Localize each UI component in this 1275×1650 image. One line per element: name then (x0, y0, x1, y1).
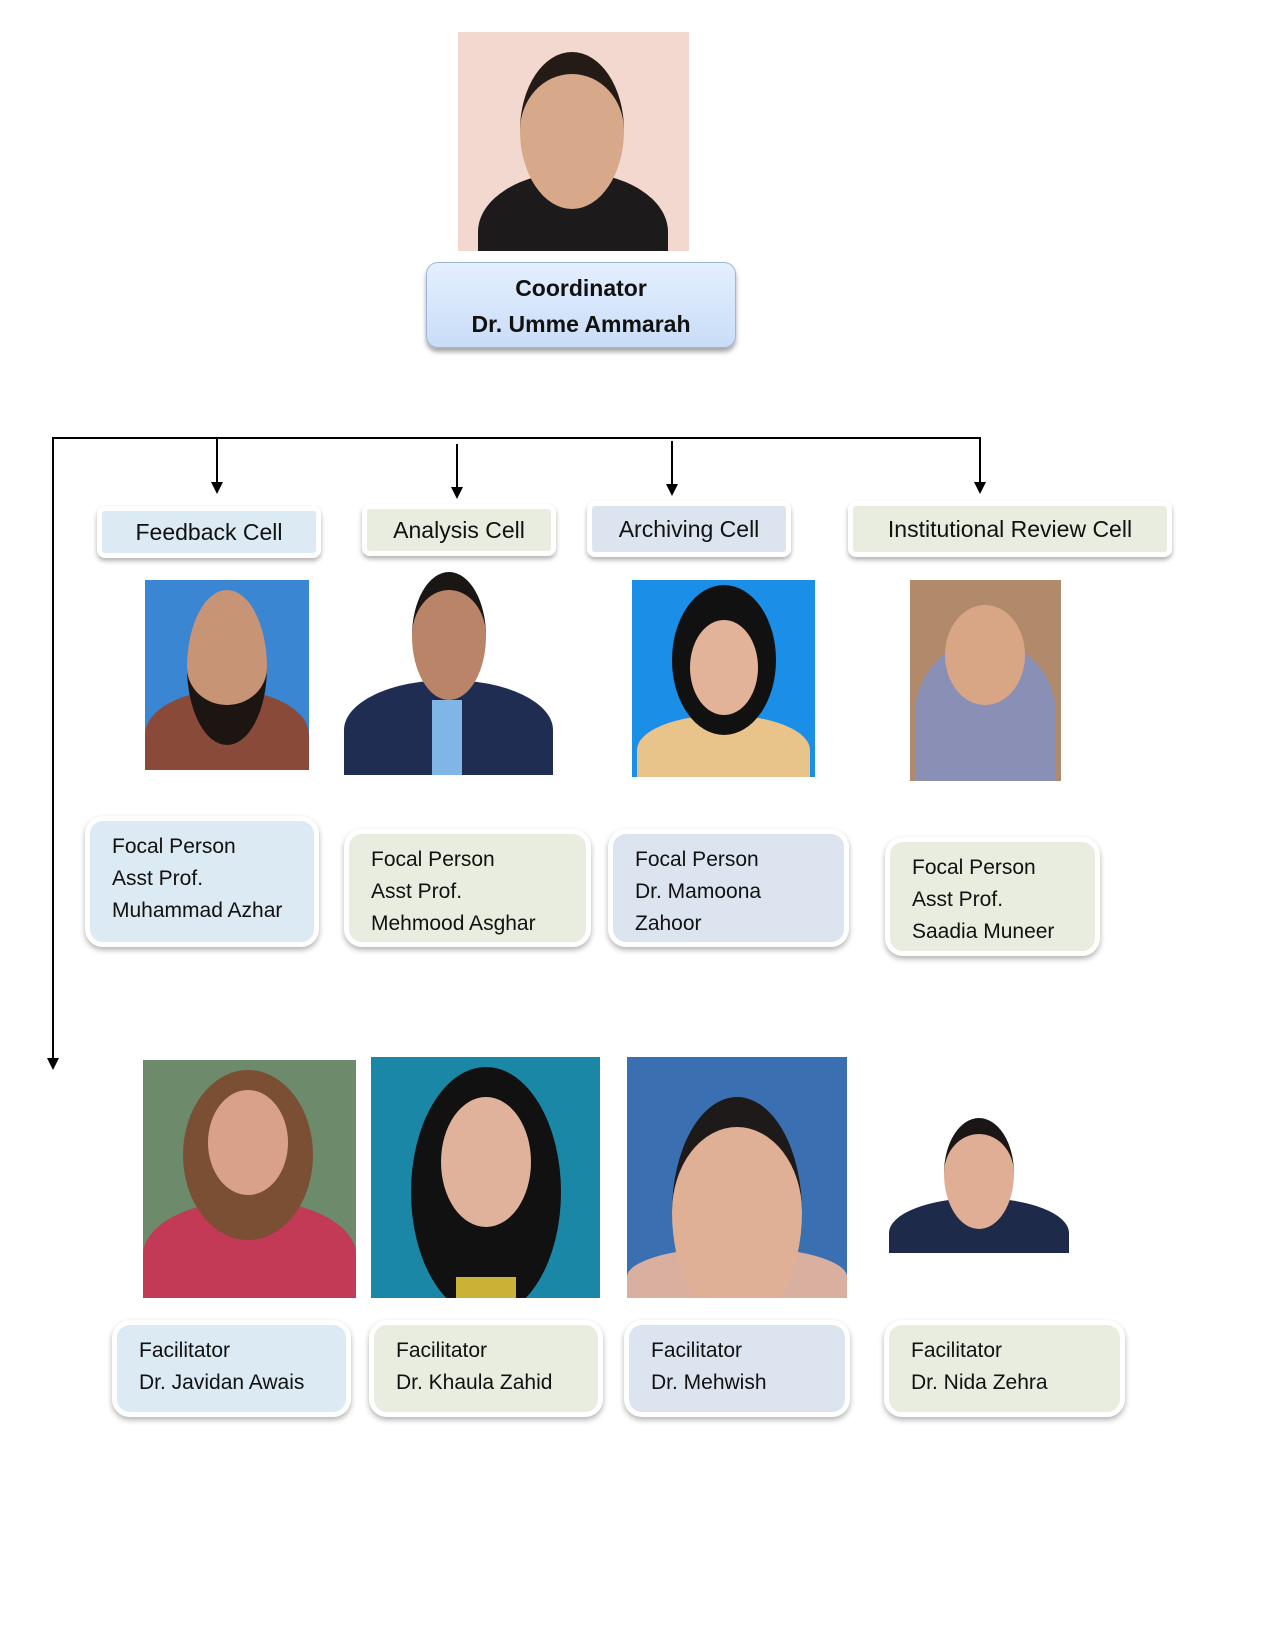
facilitator-photo-archiving (627, 1057, 847, 1298)
connector-left-vertical (52, 437, 54, 1059)
focal-card-institutional: Focal Person Asst Prof. Saadia Muneer (885, 837, 1100, 956)
facilitator-name: Dr. Javidan Awais (139, 1371, 305, 1394)
connector-archiving (671, 441, 673, 485)
focal-photo-institutional (910, 580, 1061, 781)
facilitator-role: Facilitator (911, 1339, 1003, 1362)
connector-institutional (979, 437, 981, 483)
focal-card-analysis: Focal Person Asst Prof. Mehmood Asghar (344, 829, 591, 947)
focal-card-archiving: Focal Person Dr. Mamoona Zahoor (608, 829, 849, 947)
focal-title: Dr. Mamoona (635, 880, 762, 903)
arrow-down-icon (451, 487, 463, 499)
facilitator-name: Dr. Mehwish (651, 1371, 767, 1394)
focal-role: Focal Person (112, 835, 236, 858)
archiving-cell-label: Archiving Cell (587, 501, 791, 557)
connector-analysis (456, 444, 458, 488)
focal-title: Asst Prof. (371, 880, 463, 903)
arrow-down-icon (974, 482, 986, 494)
coordinator-title: Coordinator (515, 275, 647, 301)
facilitator-name: Dr. Nida Zehra (911, 1371, 1048, 1394)
facilitator-role: Facilitator (651, 1339, 743, 1362)
connector-feedback (216, 437, 218, 483)
focal-role: Focal Person (912, 856, 1036, 879)
focal-role: Focal Person (371, 848, 495, 871)
arrow-down-icon (666, 484, 678, 496)
focal-name: Saadia Muneer (912, 920, 1055, 943)
feedback-cell-label: Feedback Cell (97, 506, 321, 558)
institutional-review-cell-label: Institutional Review Cell (848, 501, 1172, 557)
focal-photo-analysis (344, 570, 553, 775)
focal-photo-archiving (632, 580, 815, 777)
facilitator-photo-feedback (143, 1060, 356, 1298)
facilitator-photo-analysis (371, 1057, 600, 1298)
focal-title: Asst Prof. (112, 867, 204, 890)
coordinator-box: Coordinator Dr. Umme Ammarah (426, 262, 736, 348)
arrow-down-icon (211, 482, 223, 494)
analysis-cell-label: Analysis Cell (362, 504, 556, 556)
facilitator-card-feedback: Facilitator Dr. Javidan Awais (112, 1320, 351, 1417)
focal-photo-feedback (145, 580, 309, 770)
coordinator-photo (458, 32, 689, 251)
focal-name: Mehmood Asghar (371, 912, 536, 935)
focal-name: Zahoor (635, 912, 702, 935)
facilitator-card-archiving: Facilitator Dr. Mehwish (624, 1320, 850, 1417)
focal-title: Asst Prof. (912, 888, 1004, 911)
focal-role: Focal Person (635, 848, 759, 871)
facilitator-name: Dr. Khaula Zahid (396, 1371, 553, 1394)
arrow-down-icon (47, 1058, 59, 1070)
facilitator-role: Facilitator (396, 1339, 488, 1362)
facilitator-role: Facilitator (139, 1339, 231, 1362)
focal-name: Muhammad Azhar (112, 899, 283, 922)
coordinator-name: Dr. Umme Ammarah (471, 311, 691, 337)
connector-horizontal (52, 437, 981, 439)
facilitator-photo-institutional (889, 1118, 1069, 1253)
facilitator-card-analysis: Facilitator Dr. Khaula Zahid (369, 1320, 603, 1417)
focal-card-feedback: Focal Person Asst Prof. Muhammad Azhar (85, 816, 319, 947)
facilitator-card-institutional: Facilitator Dr. Nida Zehra (884, 1320, 1125, 1417)
